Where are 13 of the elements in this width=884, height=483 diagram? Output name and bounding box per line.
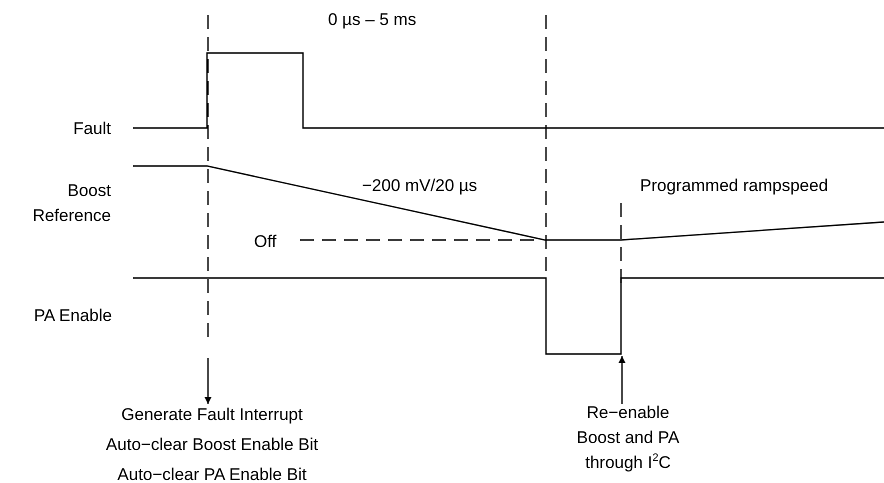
annotation-text: Auto−clear Boost Enable Bit — [106, 434, 318, 456]
arrow — [204, 358, 212, 404]
annotation-text: Generate Fault Interrupt — [121, 404, 303, 426]
signal-label: 0 µs – 5 ms — [328, 9, 416, 31]
signal-label: PA Enable — [34, 305, 112, 327]
annotation-text: Re−enable Boost and PA through I$^{2}$C — [576, 402, 680, 474]
signal-label: Off — [254, 231, 276, 253]
signal-label: −200 mV/20 µs — [362, 175, 478, 197]
annotation-text: Auto−clear PA Enable Bit — [117, 464, 307, 483]
signal-label: Programmed rampspeed — [640, 175, 828, 197]
arrow — [618, 356, 626, 404]
signal-label: Boost Reference — [32, 180, 111, 227]
signal-label: Fault — [73, 118, 111, 140]
